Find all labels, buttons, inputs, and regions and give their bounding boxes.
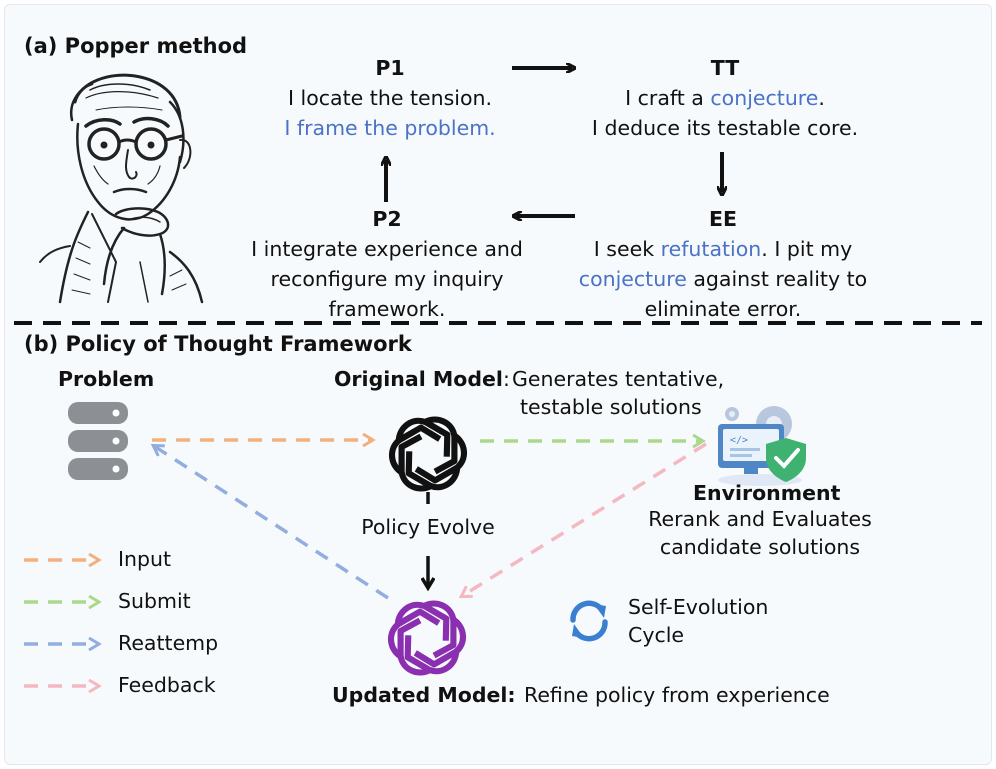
stage-tt: TT I craft a conjecture. I deduce its te… bbox=[555, 53, 895, 143]
stage-tt-line2: I deduce its testable core. bbox=[591, 116, 859, 140]
legend-label-submit: Submit bbox=[118, 589, 191, 613]
popper-portrait-illustration bbox=[39, 73, 204, 304]
stage-p2: P2 I integrate experience and reconfigur… bbox=[222, 204, 552, 324]
original-model-label: Original Model bbox=[334, 367, 503, 391]
popper-cycle-arrows bbox=[14, 0, 982, 325]
database-icon bbox=[68, 402, 128, 480]
stage-ee-line2: conjecture against reality to bbox=[545, 264, 901, 294]
openai-logo-updated-icon bbox=[383, 594, 471, 682]
stage-tt-highlight: conjecture bbox=[710, 86, 819, 110]
stage-ee-heading: EE bbox=[708, 207, 737, 231]
stage-p2-heading: P2 bbox=[372, 207, 402, 231]
environment-desc-line2: candidate solutions bbox=[659, 535, 861, 559]
environment-label: Environment bbox=[693, 481, 841, 505]
environment-monitor-shield-icon: </> bbox=[718, 406, 806, 486]
problem-label: Problem bbox=[58, 367, 155, 391]
openai-logo-original-icon bbox=[384, 410, 472, 498]
section-a-title: (a) Popper method bbox=[24, 34, 248, 58]
stage-p2-line2: reconfigure my inquiry bbox=[270, 267, 504, 291]
stage-p1-heading: P1 bbox=[375, 56, 405, 80]
stage-p1: P1 I locate the tension. I frame the pro… bbox=[240, 53, 540, 143]
original-model-colon: : bbox=[502, 367, 510, 391]
figure-frame bbox=[4, 4, 992, 765]
cycle-label-line2: Cycle bbox=[628, 623, 685, 647]
stage-tt-line1: I craft a conjecture. bbox=[555, 83, 895, 113]
legend-label-reattemp: Reattemp bbox=[118, 631, 219, 655]
policy-evolve-label: Policy Evolve bbox=[361, 515, 495, 539]
original-model-desc-line1: Generates tentative, bbox=[512, 367, 725, 391]
refresh-cycle-icon bbox=[570, 600, 608, 642]
legend-label-input: Input bbox=[118, 547, 172, 571]
arrow-reattempt bbox=[154, 446, 389, 600]
stage-tt-line1-end: . bbox=[818, 86, 825, 110]
section-b-title-text: (b) Policy of Thought Framework bbox=[24, 332, 412, 356]
stage-ee-line1-end: . I pit my bbox=[761, 237, 853, 261]
stage-ee-line3: eliminate error. bbox=[644, 297, 802, 321]
stage-p1-line2: I frame the problem. bbox=[284, 116, 496, 140]
stage-ee-highlight-conjecture: conjecture bbox=[578, 267, 687, 291]
legend-label-feedback: Feedback bbox=[118, 673, 216, 697]
environment-desc-line1: Rerank and Evaluates bbox=[648, 507, 872, 531]
svg-text:</>: </> bbox=[730, 435, 748, 446]
stage-ee-highlight-refutation: refutation bbox=[660, 237, 762, 261]
original-model-caption: Original Model: bbox=[334, 364, 510, 394]
stage-ee-line2-text: against reality to bbox=[686, 267, 868, 291]
cycle-label-line1: Self-Evolution bbox=[628, 595, 769, 619]
stage-tt-line1-text: I craft a bbox=[625, 86, 711, 110]
stage-p2-line3: framework. bbox=[328, 297, 446, 321]
stage-p1-line1: I locate the tension. bbox=[287, 86, 493, 110]
updated-model-label: Updated Model: bbox=[332, 683, 516, 707]
updated-model-desc: Refine policy from experience bbox=[524, 683, 830, 707]
section-b-title: (b) Policy of Thought Framework bbox=[24, 332, 412, 356]
stage-p2-line1: I integrate experience and bbox=[251, 237, 523, 261]
original-model-desc-line2: testable solutions bbox=[520, 395, 702, 419]
stage-ee-line1: I seek refutation. I pit my bbox=[545, 234, 901, 264]
stage-tt-heading: TT bbox=[710, 56, 740, 80]
stage-ee: EE I seek refutation. I pit my conjectur… bbox=[545, 204, 901, 324]
arrow-feedback bbox=[462, 442, 707, 596]
stage-ee-line1-text: I seek bbox=[593, 237, 661, 261]
